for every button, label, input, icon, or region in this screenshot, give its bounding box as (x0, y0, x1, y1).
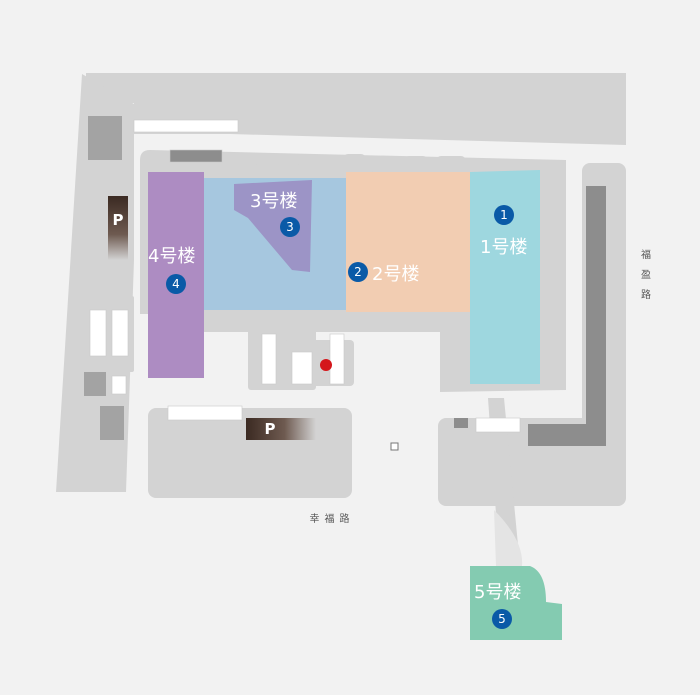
east-wall (528, 186, 606, 446)
stall-row-lot-c (329, 333, 345, 385)
building-1-shape[interactable] (470, 170, 540, 384)
road-south-label: 幸福路 (310, 512, 355, 525)
building-3-badge[interactable]: 3 (280, 217, 300, 237)
building-1-badge-number: 1 (500, 208, 508, 222)
parking-stripes (89, 119, 521, 433)
road-east-label-char-3: 路 (641, 288, 651, 301)
landmark-square (390, 442, 399, 451)
building-5-badge-number: 5 (498, 612, 506, 626)
parking-sign-west-label: P (113, 211, 124, 229)
building-1-label: 1号楼 (480, 237, 527, 258)
location-marker[interactable] (320, 359, 332, 371)
building-2-badge-number: 2 (354, 265, 362, 279)
building-2-badge[interactable]: 2 (348, 262, 368, 282)
stall-row-lot-a (261, 333, 277, 385)
building-4-badge[interactable]: 4 (166, 274, 186, 294)
stall-row-lot-b (291, 351, 313, 385)
building-2-badge-circle (348, 262, 368, 282)
building-5-badge[interactable]: 5 (492, 609, 512, 629)
north-ground (86, 73, 626, 145)
kiosk-west-1 (84, 372, 106, 396)
parking-sign-west: P (108, 196, 128, 260)
building-5-badge-circle (492, 609, 512, 629)
building-1-badge[interactable]: 1 (494, 205, 514, 225)
building-4-badge-number: 4 (172, 277, 180, 291)
stall-row-center (169, 149, 223, 163)
building-4-badge-circle (166, 274, 186, 294)
parking-sign-west-bg (108, 196, 128, 260)
road-east-label-char-1: 福 (641, 248, 651, 261)
access-path (488, 398, 520, 572)
building-2-shape[interactable] (346, 172, 470, 312)
road-bump-1 (343, 154, 366, 172)
building-5-label: 5号楼 (474, 582, 521, 603)
parking-sign-south-label: P (265, 420, 276, 438)
building-5-shape[interactable] (470, 566, 562, 640)
parking-sign-south: P (246, 418, 316, 440)
building-4-label: 4号楼 (148, 246, 195, 267)
stall-row-west-1 (89, 309, 107, 357)
stall-row-south (167, 405, 243, 421)
road-bump-2 (372, 156, 396, 174)
access-path-loop (494, 510, 523, 566)
building-2-label: 2号楼 (372, 264, 419, 285)
building-1-badge-circle (494, 205, 514, 225)
road-east-label-char-2: 盈 (641, 269, 651, 281)
stall-row-west-2 (111, 309, 129, 357)
road-bump-3 (404, 156, 428, 174)
kiosk-west-2 (100, 406, 124, 440)
stall-row-north (133, 119, 239, 133)
road-bump-4 (436, 156, 466, 174)
stall-row-west-3 (111, 375, 127, 395)
parking-sign-south-bg (246, 418, 316, 440)
stall-row-east (475, 417, 521, 433)
kiosk-east (454, 418, 468, 428)
kiosk-top-left (88, 116, 122, 160)
building-3-badge-number: 3 (286, 220, 294, 234)
building-3-label: 3号楼 (250, 191, 297, 212)
building-3-badge-circle (280, 217, 300, 237)
building-3-shape[interactable] (234, 180, 312, 272)
site-ground (56, 73, 626, 572)
